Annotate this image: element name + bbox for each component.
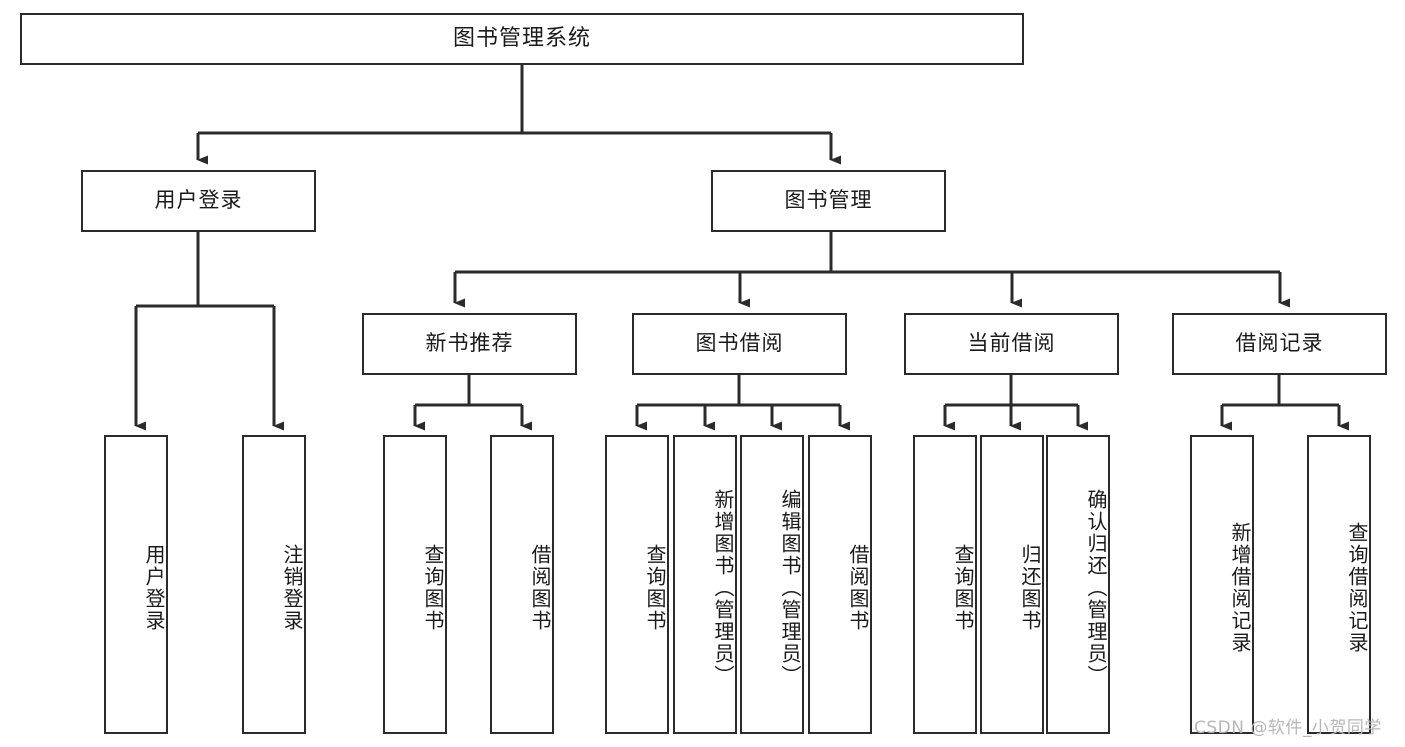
leaf-add-book-admin[interactable]: 新增图书（管理员） xyxy=(673,435,737,734)
node-label: 借阅记录 xyxy=(1235,331,1324,356)
node-label: 图书管理系统 xyxy=(452,25,591,51)
leaf-return-book[interactable]: 归还图书 xyxy=(980,435,1044,734)
node-label: 新增借阅记录 xyxy=(1228,521,1252,654)
leaf-query-book-recommend[interactable]: 查询图书 xyxy=(383,435,447,734)
node-label: 新书推荐 xyxy=(425,331,514,356)
leaf-user-login[interactable]: 用户登录 xyxy=(104,435,168,734)
leaf-query-borrow-record[interactable]: 查询借阅记录 xyxy=(1307,435,1371,734)
node-label: 编辑图书（管理员） xyxy=(778,488,802,687)
node-book-management[interactable]: 图书管理 xyxy=(711,170,946,232)
node-label: 当前借阅 xyxy=(967,331,1056,356)
node-label: 确认归还（管理员） xyxy=(1084,488,1108,687)
node-new-book-recommend[interactable]: 新书推荐 xyxy=(362,313,577,375)
node-label: 注销登录 xyxy=(280,543,304,632)
node-label: 借阅图书 xyxy=(846,543,870,632)
leaf-query-book-current[interactable]: 查询图书 xyxy=(913,435,977,734)
node-label: 新增图书（管理员） xyxy=(711,488,735,687)
node-label: 归还图书 xyxy=(1018,543,1042,632)
leaf-confirm-return-admin[interactable]: 确认归还（管理员） xyxy=(1046,435,1110,734)
leaf-logout-login[interactable]: 注销登录 xyxy=(242,435,306,734)
node-label: 用户登录 xyxy=(154,188,243,213)
node-label: 图书管理 xyxy=(784,188,873,213)
node-current-borrow[interactable]: 当前借阅 xyxy=(904,313,1119,375)
node-book-borrow[interactable]: 图书借阅 xyxy=(632,313,847,375)
node-user-login[interactable]: 用户登录 xyxy=(81,170,316,232)
node-root-book-management-system[interactable]: 图书管理系统 xyxy=(20,13,1024,65)
leaf-borrow-book-recommend[interactable]: 借阅图书 xyxy=(490,435,554,734)
node-label: 图书借阅 xyxy=(695,331,784,356)
node-label: 借阅图书 xyxy=(528,543,552,632)
node-label: 查询图书 xyxy=(951,543,975,632)
leaf-query-book-borrow[interactable]: 查询图书 xyxy=(605,435,669,734)
node-label: 查询借阅记录 xyxy=(1345,521,1369,654)
leaf-borrow-book[interactable]: 借阅图书 xyxy=(808,435,872,734)
node-label: 用户登录 xyxy=(142,543,166,632)
leaf-add-borrow-record[interactable]: 新增借阅记录 xyxy=(1190,435,1254,734)
leaf-edit-book-admin[interactable]: 编辑图书（管理员） xyxy=(740,435,804,734)
node-label: 查询图书 xyxy=(643,543,667,632)
node-borrow-record[interactable]: 借阅记录 xyxy=(1172,313,1387,375)
node-label: 查询图书 xyxy=(421,543,445,632)
csdn-watermark: CSDN @软件_小贺同学 xyxy=(1194,718,1382,738)
